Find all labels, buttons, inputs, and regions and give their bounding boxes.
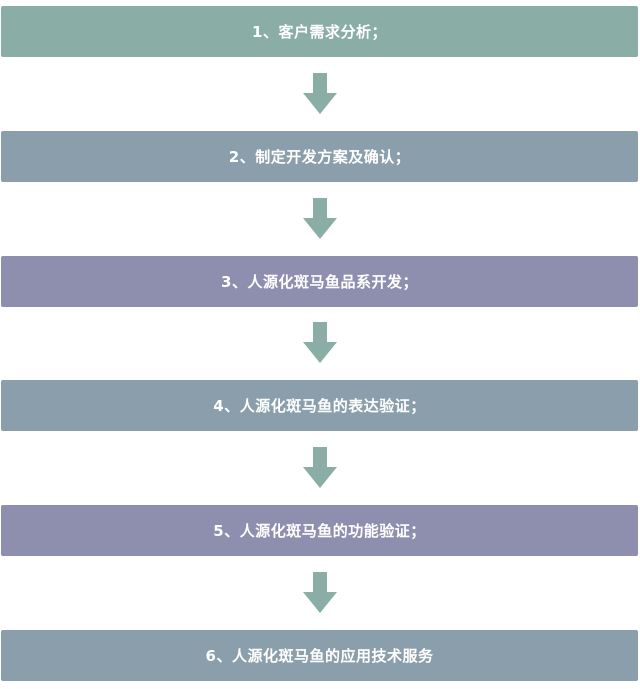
step-1-label: 1、客户需求分析； [252,23,387,41]
step-6-label: 6、人源化斑马鱼的应用技术服务 [205,647,434,665]
down-arrow-icon [303,198,337,239]
step-5-label: 5、人源化斑马鱼的功能验证； [213,522,426,540]
down-arrow-icon [303,572,337,613]
step-6-box: 6、人源化斑马鱼的应用技术服务 [1,630,638,681]
step-2-box: 2、制定开发方案及确认； [1,131,638,182]
down-arrow-icon [303,73,337,114]
step-3-label: 3、人源化斑马鱼品系开发； [221,273,418,291]
down-arrow-icon [303,447,337,488]
step-5-box: 5、人源化斑马鱼的功能验证； [1,505,638,556]
step-1-box: 1、客户需求分析； [1,6,638,57]
step-4-label: 4、人源化斑马鱼的表达验证； [213,397,426,415]
step-4-box: 4、人源化斑马鱼的表达验证； [1,380,638,431]
down-arrow-icon [303,322,337,363]
step-3-box: 3、人源化斑马鱼品系开发； [1,256,638,307]
step-2-label: 2、制定开发方案及确认； [228,148,411,166]
